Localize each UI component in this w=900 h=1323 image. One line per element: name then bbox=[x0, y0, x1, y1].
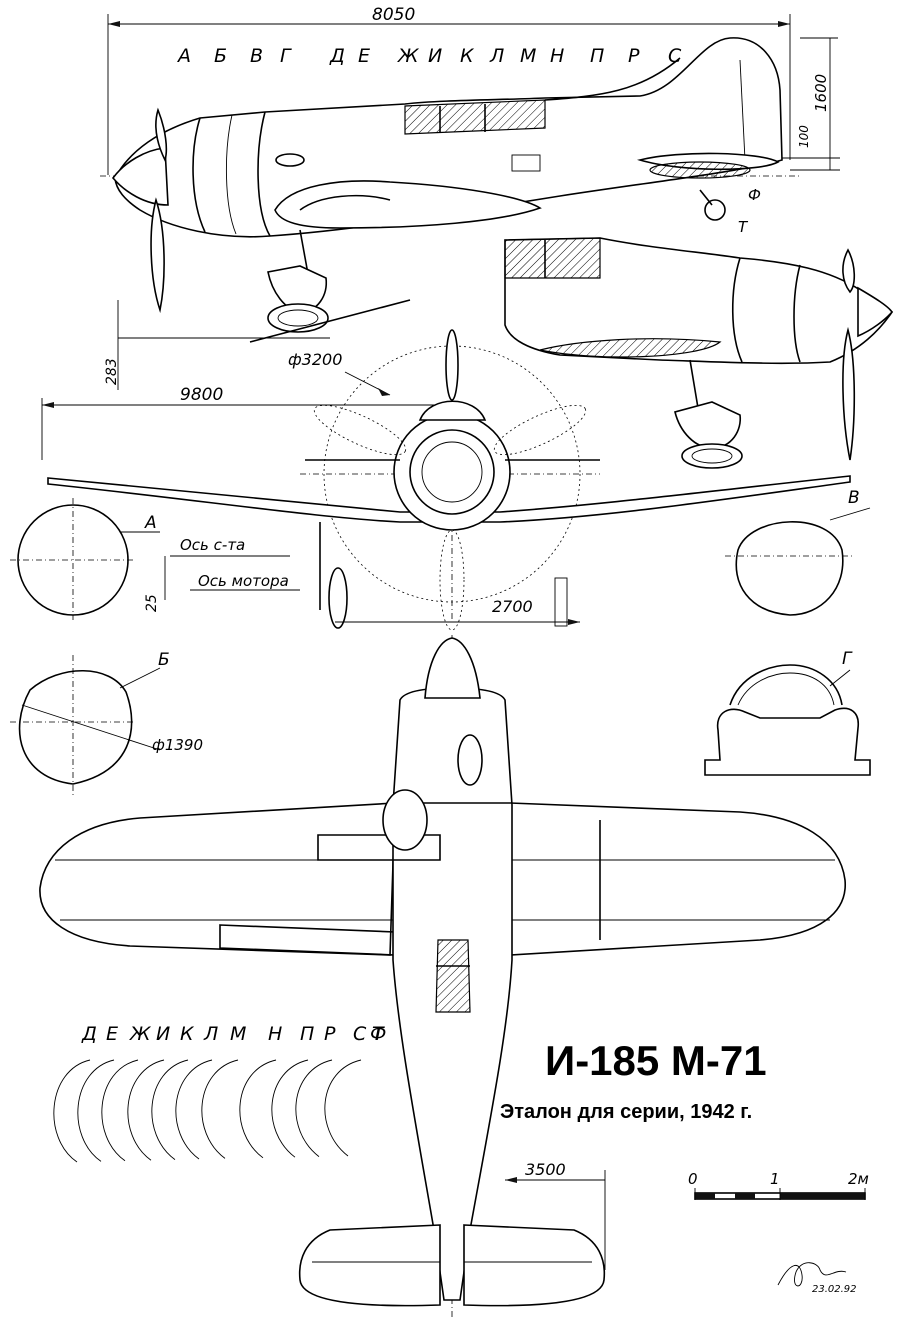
length-dimension: 8050 bbox=[372, 5, 415, 25]
station-label-section: Д bbox=[81, 1023, 97, 1045]
section-profile-curve bbox=[324, 1059, 362, 1157]
section-profile-curve bbox=[295, 1059, 333, 1157]
station-label-side: П bbox=[590, 45, 604, 67]
front-view: 9800 ф3200 2700 Ось с-та Ось bbox=[41, 329, 851, 631]
station-label-side: С bbox=[668, 45, 682, 67]
station-label-side: Н bbox=[550, 45, 564, 67]
side-view-reverse bbox=[504, 237, 894, 469]
station-label-section: И bbox=[156, 1023, 170, 1045]
scale-tick-2: 2м bbox=[848, 1170, 869, 1188]
station-label-section: Е bbox=[106, 1023, 118, 1045]
prop-diameter-dimension: ф3200 bbox=[288, 350, 342, 369]
station-label-section: С bbox=[353, 1023, 367, 1045]
scale-bar: 0 1 2м bbox=[688, 1170, 869, 1200]
track-dimension: 2700 bbox=[492, 597, 533, 616]
station-label-side: Р bbox=[628, 45, 640, 67]
scale-tick-1: 1 bbox=[770, 1170, 780, 1188]
offset-dimension: 25 bbox=[144, 594, 160, 612]
section-profile-curve bbox=[77, 1059, 115, 1162]
station-label-section: Р bbox=[324, 1023, 336, 1045]
section-profile-curve bbox=[127, 1059, 165, 1161]
section-profile-curve bbox=[101, 1059, 139, 1162]
section-g-label: Г bbox=[842, 649, 853, 669]
section-v-label: В bbox=[848, 488, 860, 508]
section-profile-curve bbox=[271, 1059, 309, 1158]
plan-view: 3500 bbox=[39, 635, 846, 1318]
wingspan-dimension: 9800 bbox=[180, 385, 223, 405]
station-label-section: П bbox=[300, 1023, 314, 1045]
ground-clearance-dimension: 283 bbox=[104, 358, 120, 385]
station-label-section: Т bbox=[372, 1023, 385, 1045]
section-profile-curve bbox=[175, 1059, 213, 1160]
scale-tick-0: 0 bbox=[688, 1170, 698, 1188]
station-label-section: Л bbox=[203, 1023, 218, 1045]
tail-mark-t: Т bbox=[738, 218, 749, 236]
station-label-side: Л bbox=[489, 45, 504, 67]
station-label-section: Ф bbox=[370, 1023, 386, 1045]
signature-date: 23.02.92 bbox=[812, 1284, 857, 1295]
section-g: Г bbox=[704, 649, 871, 776]
station-label-section: Ж bbox=[129, 1023, 152, 1045]
tail-mark-f: Ф bbox=[748, 186, 761, 204]
section-b: Б ф1390 bbox=[10, 650, 203, 795]
height-small-dimension: 100 bbox=[797, 125, 811, 148]
section-b-label: Б bbox=[158, 650, 170, 670]
station-label-side: И bbox=[428, 45, 442, 67]
section-a-label: А bbox=[144, 513, 157, 533]
section-profile-curve bbox=[201, 1059, 239, 1159]
section-profile-curve bbox=[53, 1059, 91, 1163]
section-a: А bbox=[10, 498, 160, 620]
station-label-side: К bbox=[460, 45, 475, 67]
station-label-section: Н bbox=[268, 1023, 282, 1045]
station-label-section: К bbox=[180, 1023, 195, 1045]
section-v: В bbox=[725, 488, 871, 616]
station-label-side: А bbox=[176, 45, 191, 67]
aircraft-axis-label: Ось с-та bbox=[180, 536, 245, 554]
fuselage-diameter-dimension: ф1390 bbox=[152, 736, 203, 754]
station-label-side: Б bbox=[214, 45, 227, 67]
station-label-side: В bbox=[250, 45, 263, 67]
engine-axis-label: Ось мотора bbox=[198, 572, 289, 590]
section-profile-curve bbox=[239, 1059, 277, 1159]
title-main: И-185 М-71 bbox=[545, 1037, 767, 1084]
tail-span-dimension: 3500 bbox=[525, 1160, 566, 1179]
station-label-side: Г bbox=[280, 45, 292, 67]
station-label-side: Е bbox=[358, 45, 370, 67]
station-label-side: Ж bbox=[397, 45, 420, 67]
height-dimension: 1600 bbox=[812, 74, 830, 112]
signature: 23.02.92 bbox=[777, 1262, 857, 1295]
station-label-side: Д bbox=[329, 45, 345, 67]
station-label-section: М bbox=[230, 1023, 246, 1045]
title-subtitle: Эталон для серии, 1942 г. bbox=[500, 1101, 752, 1123]
station-label-side: М bbox=[520, 45, 536, 67]
section-profile-curve bbox=[151, 1059, 189, 1160]
